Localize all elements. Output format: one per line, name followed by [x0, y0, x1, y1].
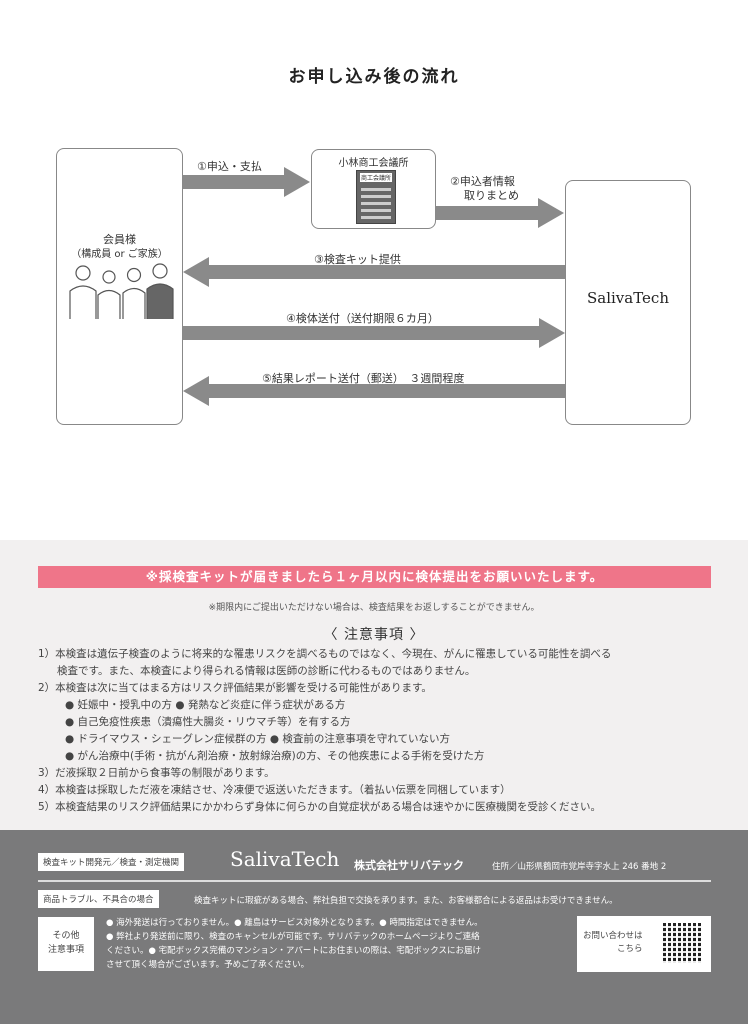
note-item: 1）本検査は遺伝子検査のように将来的な罹患リスクを調べるものではなく、今現在、が…: [38, 648, 612, 660]
notes-section: [0, 540, 748, 830]
member-box: 会員様 （構成員 or ご家族）: [56, 148, 183, 425]
note-bullet: ● がん治療中(手術・抗がん剤治療・放射線治療)の方、その他疾患による手術を受け…: [65, 750, 485, 762]
notes-list: 1）本検査は遺伝子検査のように将来的な罹患リスクを調べるものではなく、今現在、が…: [38, 646, 718, 816]
notes-title: 〈 注意事項 〉: [323, 627, 425, 643]
step-5-label: ⑤結果レポート送付（郵送） ３週間程度: [262, 372, 465, 385]
arrow-head: [284, 167, 310, 197]
arrow-step-4: [183, 326, 540, 340]
step-2-label-2: 取りまとめ: [464, 189, 519, 202]
contact-text: お問い合わせは こちら: [583, 930, 643, 956]
other-tag-2: 注意事項: [47, 945, 84, 955]
contact-line: こちら: [617, 944, 643, 954]
note-item: 5）本検査結果のリスク評価結果にかかわらず身体に何らかの自覚症状がある場合は速や…: [38, 801, 601, 813]
step-3-label: ③検査キット提供: [314, 253, 401, 266]
step-2-label: ②申込者情報: [450, 175, 515, 188]
salivatech-logo: SalivaTech: [586, 289, 669, 307]
member-label: 会員様: [103, 233, 136, 246]
arrow-step-2: [436, 206, 539, 220]
footer-logo: SalivaTech: [230, 847, 340, 871]
chamber-label: 小林商工会議所: [338, 158, 409, 169]
other-note-line: ● 海外発送は行っておりません。● 離島はサービス対象外となります。● 時間指定…: [106, 918, 483, 928]
note-bullet: ● 妊娠中・授乳中の方 ● 発熱など炎症に伴う症状がある方: [65, 699, 346, 711]
other-note-line: ● 弊社より発送前に限り、検査のキャンセルが可能です。サリバテックのホームページ…: [106, 932, 480, 942]
qr-code-icon[interactable]: [663, 923, 703, 963]
other-note-line: させて頂く場合がございます。予めご了承ください。: [106, 960, 310, 970]
company-name: 株式会社サリバテック: [354, 859, 464, 872]
note-item: 2）本検査は次に当てはまる方はリスク評価結果が影響を受ける可能性があります。: [38, 682, 432, 694]
chamber-box: 小林商工会議所 商工会議所: [311, 149, 436, 229]
arrow-head: [183, 376, 209, 406]
salivatech-box: SalivaTech: [565, 180, 691, 425]
note-bullet: ● 自己免疫性疾患（潰瘍性大腸炎・リウマチ等）を有する方: [65, 716, 351, 728]
trouble-text: 検査キットに瑕疵がある場合、弊社負担で交換を承ります。また、お客様都合による返品…: [194, 896, 618, 906]
contact-line: お問い合わせは: [583, 931, 643, 941]
building-icon: 商工会議所: [356, 170, 396, 224]
arrow-head: [539, 318, 565, 348]
divider: [38, 880, 711, 882]
arrow-step-1: [183, 175, 285, 189]
building-sign: 商工会議所: [360, 173, 392, 182]
arrow-head: [538, 198, 564, 228]
other-tag: その他 注意事項: [38, 917, 94, 971]
company-address: 住所／山形県鶴岡市覚岸寺字水上 246 番地 2: [492, 862, 667, 872]
note-bullet: ● ドライマウス・シェーグレン症候群の方 ● 検査前の注意事項を守れていない方: [65, 733, 451, 745]
other-note-line: ください。● 宅配ボックス完備のマンション・アパートにお住まいの際は、宅配ボック…: [106, 946, 481, 956]
note-item: 4）本検査は採取しただ液を凍結させ、冷凍便で返送いただきます。（着払い伝票を同梱…: [38, 784, 511, 796]
step-4-label: ④検体送付（送付期限６カ月）: [286, 312, 439, 325]
note-item: 検査です。また、本検査により得られる情報は医師の診断に代わるものではありません。: [57, 665, 476, 677]
deadline-banner: ※採検査キットが届きましたら１ヶ月以内に検体提出をお願いいたします。: [38, 566, 711, 588]
other-tag-1: その他: [52, 931, 80, 941]
member-sub: （構成員 or ご家族）: [71, 249, 168, 260]
trouble-tag: 商品トラブル、不具合の場合: [38, 890, 159, 908]
arrow-head: [183, 257, 209, 287]
arrow-step-3: [208, 265, 565, 279]
banner-note: ※期限内にご提出いただけない場合は、検査結果をお返しすることができません。: [208, 603, 540, 613]
other-notes: ● 海外発送は行っておりません。● 離島はサービス対象外となります。● 時間指定…: [106, 916, 483, 972]
dev-tag: 検査キット開発元／検査・測定機関: [38, 853, 185, 871]
family-icon: [67, 261, 175, 319]
page-title: お申し込み後の流れ: [288, 67, 460, 87]
note-item: 3）だ液採取２日前から食事等の制限があります。: [38, 767, 275, 779]
arrow-step-5: [208, 384, 565, 398]
footer: 検査キット開発元／検査・測定機関 SalivaTech 株式会社サリバテック 住…: [0, 830, 748, 1024]
step-1-label: ①申込・支払: [197, 160, 262, 173]
contact-box[interactable]: お問い合わせは こちら: [577, 916, 711, 972]
